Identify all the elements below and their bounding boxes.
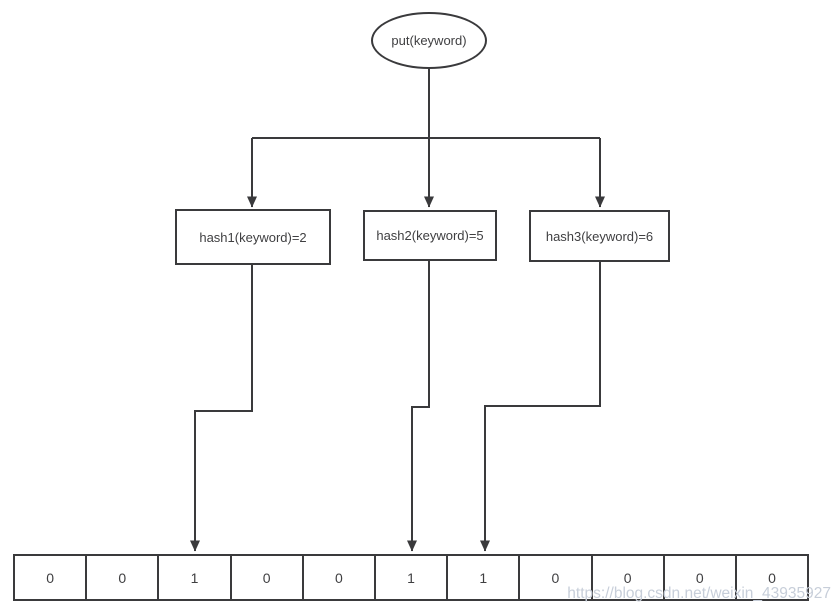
- connector-hash3-to-cell6: [480, 262, 601, 552]
- bit-cell-1: 0: [87, 556, 160, 599]
- put-keyword-node: put(keyword): [371, 12, 487, 69]
- bit-cell-8: 0: [593, 556, 665, 599]
- bit-cell-4: 0: [304, 556, 376, 599]
- hash1-label: hash1(keyword)=2: [199, 229, 307, 245]
- hash2-label: hash2(keyword)=5: [376, 228, 484, 243]
- bit-cell-5: 1: [376, 556, 449, 599]
- hash2-node: hash2(keyword)=5: [363, 210, 497, 261]
- connector-hash1-to-cell2: [190, 265, 253, 552]
- bit-cell-3: 0: [232, 556, 304, 599]
- hash3-node: hash3(keyword)=6: [529, 210, 670, 262]
- bit-cell-6: 1: [448, 556, 521, 599]
- put-keyword-label: put(keyword): [391, 33, 467, 48]
- bit-cell-0: 0: [15, 556, 88, 599]
- bit-cell-9: 0: [665, 556, 737, 599]
- connector-hash2-to-cell5: [407, 261, 430, 552]
- bit-cell-10: 0: [768, 569, 776, 586]
- bit-array: 0 0 1 0 0 1 1 0 0 0 0: [13, 554, 809, 601]
- bit-cell-2: 1: [159, 556, 232, 599]
- hash1-node: hash1(keyword)=2: [175, 209, 331, 265]
- bit-cell-7: 0: [520, 556, 593, 599]
- hash3-label: hash3(keyword)=6: [545, 228, 654, 244]
